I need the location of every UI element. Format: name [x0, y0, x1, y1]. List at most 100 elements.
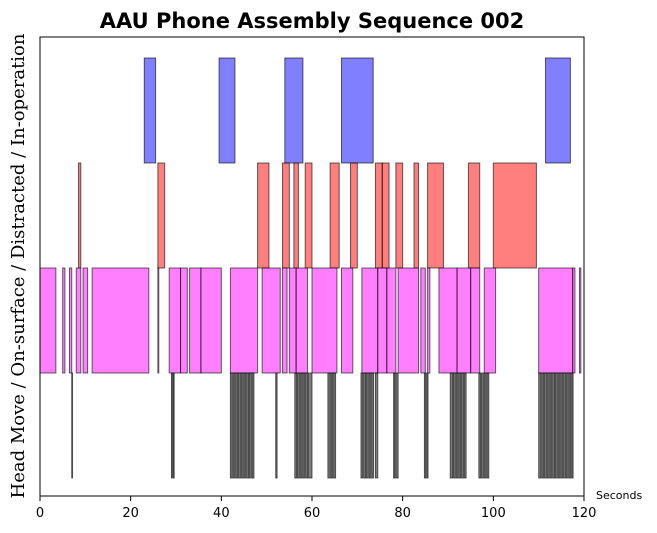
head-move-bar-21 [333, 372, 337, 479]
on-surface-bar-0 [39, 267, 57, 374]
distracted-bar-3 [282, 162, 290, 269]
on-surface-bar-12 [261, 267, 281, 374]
y-axis-label: Head Move / On-surface / Distracted / In… [8, 33, 29, 498]
distracted-bar-7 [350, 162, 358, 269]
in-operation-bar-4 [544, 57, 571, 164]
head-move-bar-15 [299, 372, 303, 479]
on-surface-bar-3 [75, 267, 82, 374]
on-surface-bar-15 [295, 267, 308, 374]
head-move-bar-13 [294, 372, 298, 479]
in-operation-bar-0 [143, 57, 157, 164]
distracted-bar-14 [492, 162, 537, 269]
distracted-bar-6 [329, 162, 340, 269]
head-move-bar-23 [363, 372, 366, 479]
head-move-bar-37 [463, 372, 467, 479]
on-surface-bar-18 [361, 267, 379, 374]
head-move-bar-16 [302, 372, 306, 479]
in-operation-bar-2 [284, 57, 304, 164]
head-move-bar-42 [538, 372, 542, 479]
on-surface-bar-25 [456, 267, 472, 374]
on-surface-bar-6 [157, 267, 160, 374]
head-move-bar-29 [395, 372, 399, 479]
head-move-bar-6 [238, 372, 241, 479]
on-surface-bar-4 [82, 267, 89, 374]
head-move-bar-50 [560, 372, 564, 479]
on-surface-bar-26 [470, 267, 481, 374]
distracted-bar-2 [257, 162, 270, 269]
on-surface-bar-30 [578, 267, 582, 374]
on-surface-bar-1 [62, 267, 66, 374]
on-surface-bar-10 [200, 267, 222, 374]
on-surface-bar-27 [483, 267, 497, 374]
x-tick-label-80: 80 [394, 506, 411, 521]
on-surface-bar-20 [386, 267, 397, 374]
on-surface-bar-2 [68, 267, 73, 374]
head-move-bar-33 [452, 372, 456, 479]
head-move-bar-32 [449, 372, 454, 479]
on-surface-bar-23 [427, 267, 431, 374]
head-move-bar-19 [327, 372, 331, 479]
distracted-bar-4 [293, 162, 299, 269]
distracted-bar-5 [304, 162, 313, 269]
head-move-bar-17 [305, 372, 308, 479]
chart-title: AAU Phone Assembly Sequence 002 [100, 9, 524, 33]
head-move-bar-39 [481, 372, 484, 479]
head-move-bar-8 [243, 372, 247, 479]
on-surface-bar-14 [288, 267, 297, 374]
x-axis-label: Seconds [596, 489, 642, 502]
head-move-bar-12 [275, 372, 278, 479]
head-move-bar-46 [549, 372, 553, 479]
head-move-bar-43 [541, 372, 545, 479]
head-move-bar-9 [246, 372, 250, 479]
head-move-bar-25 [368, 372, 372, 479]
in-operation-bar-1 [218, 57, 236, 164]
head-move-bar-47 [552, 372, 556, 479]
head-move-bar-10 [248, 372, 252, 479]
head-move-bar-52 [565, 372, 569, 479]
head-move-bar-5 [235, 372, 239, 479]
distracted-bar-1 [157, 162, 166, 269]
head-move-bar-45 [546, 372, 550, 479]
on-surface-bar-7 [168, 267, 182, 374]
head-move-bar-28 [393, 372, 396, 479]
head-move-bar-14 [296, 372, 300, 479]
head-move-bar-44 [544, 372, 547, 479]
distracted-bar-10 [395, 162, 404, 269]
head-move-bar-31 [426, 372, 429, 479]
x-tick-label-100: 100 [481, 506, 506, 521]
head-move-bar-49 [557, 372, 561, 479]
head-move-bar-36 [461, 372, 464, 479]
on-surface-bar-21 [397, 267, 420, 374]
on-surface-bar-9 [189, 267, 202, 374]
on-surface-bar-22 [420, 267, 426, 374]
head-move-bar-11 [251, 372, 255, 479]
on-surface-bar-5 [91, 267, 150, 374]
distracted-bar-11 [413, 162, 420, 269]
head-move-bar-20 [330, 372, 334, 479]
head-move-bar-40 [483, 372, 487, 479]
head-move-bar-27 [374, 372, 379, 479]
head-move-bar-26 [371, 372, 375, 479]
in-operation-bar-3 [340, 57, 374, 164]
on-surface-bar-16 [311, 267, 338, 374]
distracted-bar-8 [374, 162, 383, 269]
head-move-bar-41 [486, 372, 490, 479]
head-move-bar-3 [229, 372, 233, 479]
x-tick-label-40: 40 [213, 506, 230, 521]
on-surface-bar-24 [438, 267, 458, 374]
head-move-bar-24 [365, 372, 369, 479]
head-move-bar-34 [455, 372, 459, 479]
x-tick-label-20: 20 [122, 506, 139, 521]
head-move-bar-48 [554, 372, 558, 479]
distracted-bar-13 [467, 162, 481, 269]
x-tick-label-0: 0 [36, 506, 44, 521]
head-move-bar-22 [360, 372, 364, 479]
on-surface-bar-13 [282, 267, 288, 374]
on-surface-bar-29 [572, 267, 576, 374]
x-tick-label-60: 60 [304, 506, 321, 521]
distracted-bar-12 [427, 162, 444, 269]
distracted-bar-0 [78, 162, 82, 269]
distracted-bar-9 [381, 162, 390, 269]
